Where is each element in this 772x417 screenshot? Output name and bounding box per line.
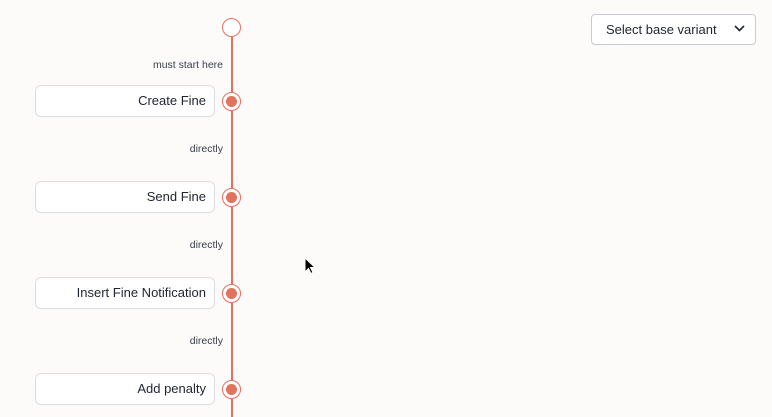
mouse-cursor-icon [304, 256, 317, 280]
step-node [222, 284, 241, 303]
step-node [222, 188, 241, 207]
step-create-fine[interactable]: Create Fine [35, 85, 215, 117]
select-label: Select base variant [606, 22, 717, 37]
edge-label: directly [189, 143, 223, 155]
chevron-down-icon [734, 15, 745, 44]
select-base-variant-dropdown[interactable]: Select base variant [591, 14, 756, 45]
step-send-fine[interactable]: Send Fine [35, 181, 215, 213]
step-node [222, 92, 241, 111]
edge-label-start: must start here [152, 59, 223, 71]
edge-label: directly [189, 239, 223, 251]
flow-line [231, 37, 233, 417]
start-node [222, 18, 241, 37]
step-node [222, 380, 241, 399]
step-add-penalty[interactable]: Add penalty [35, 373, 215, 405]
step-insert-fine-notification[interactable]: Insert Fine Notification [35, 277, 215, 309]
edge-label: directly [189, 335, 223, 347]
